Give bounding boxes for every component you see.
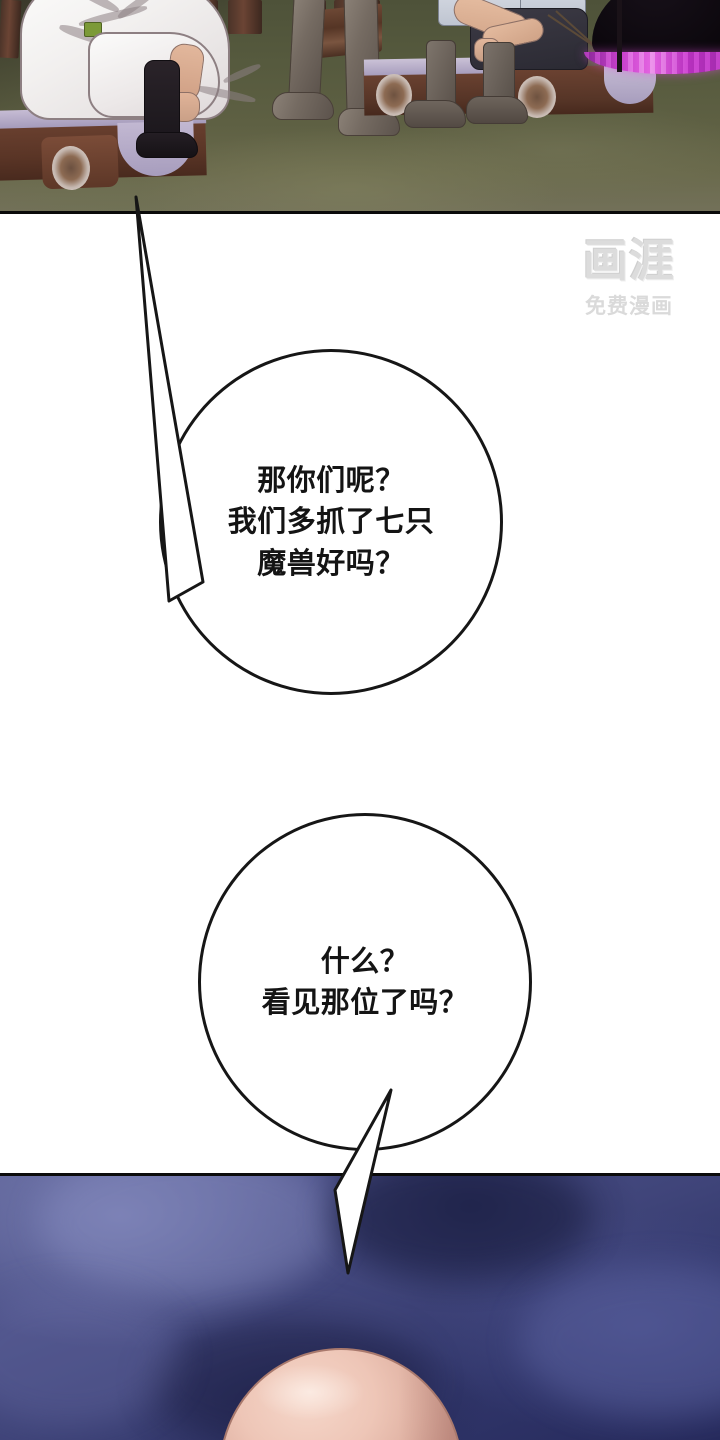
black-boot-foot: [136, 132, 198, 158]
site-watermark: 画涯 免费漫画: [566, 238, 692, 336]
speech-bubble-second-text: 什么？ 看见那位了吗？: [261, 943, 469, 1019]
panel-camp-scene: [0, 0, 720, 214]
tent-magenta-glow-trim: [584, 52, 720, 74]
speech-bubble-second-tail: [330, 1060, 470, 1290]
speech-bubble-first-tail: [0, 190, 420, 670]
wooden-post: [0, 0, 22, 59]
seated-figure2-boot-foot-left: [404, 100, 466, 128]
head-shading: [379, 1350, 461, 1440]
watermark-subtitle-text: 免费漫画: [585, 294, 673, 318]
standing-boot-shaft-left: [288, 0, 326, 99]
watermark-logo-text: 画涯: [582, 234, 675, 287]
wooden-post: [228, 0, 262, 34]
seated-figure2-boot-foot-right: [466, 96, 528, 124]
speech-bubble-first-text: 那你们呢？ 我们多抓了七只 魔兽好吗？: [227, 463, 435, 580]
head-highlight: [255, 1364, 365, 1420]
seated-figure2-boot-shaft-right: [483, 42, 515, 104]
cloud: [0, 1286, 180, 1426]
tent-pole: [617, 0, 622, 72]
standing-boot-foot-left: [272, 92, 334, 120]
seated-figure2-boot-shaft-left: [426, 40, 456, 106]
cloud: [330, 1176, 590, 1276]
black-boot-shaft: [144, 60, 180, 142]
cloud: [40, 1176, 340, 1296]
speech-bubble-first: 那你们呢？ 我们多抓了七只 魔兽好吗？: [159, 349, 503, 695]
